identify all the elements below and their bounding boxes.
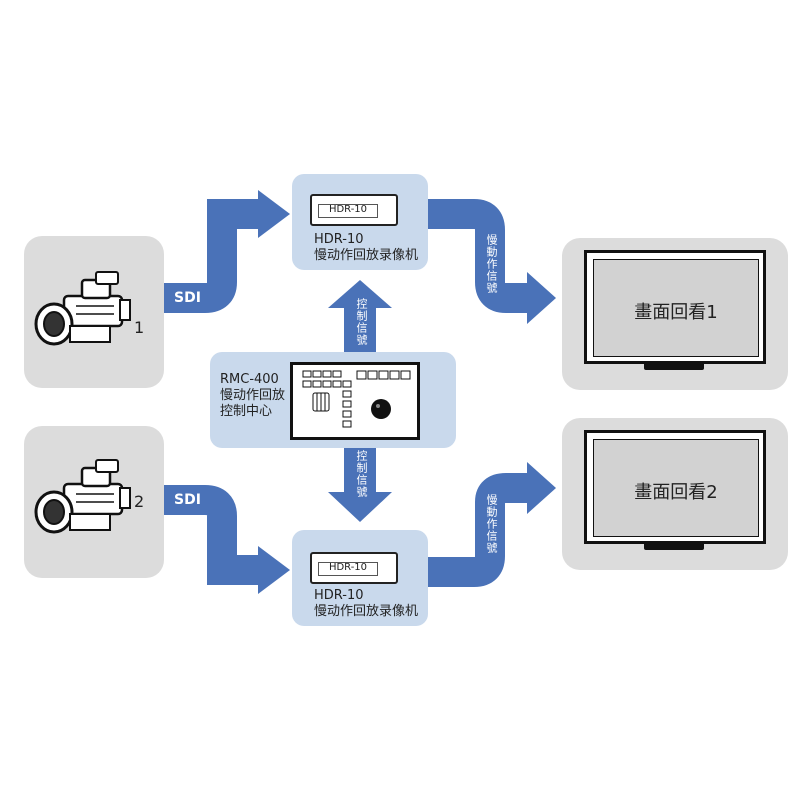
sdi-label-top: SDI [174,290,201,306]
monitor-screen: 畫面回看1 [593,259,759,357]
sdi-arrow-bottom [163,485,260,585]
slowmo-arrow-bottom-head [527,462,556,514]
recorder-name: HDR-10 [314,588,364,603]
recorder-device-icon: HDR-10 [310,552,398,584]
monitor-frame: 畫面回看1 [584,250,766,364]
camcorder-icon [34,271,131,346]
recorder-name: HDR-10 [314,232,364,247]
control-panel-drawing [302,370,411,428]
recorder-1-box: HDR-10 HDR-10 慢动作回放录像机 [292,174,428,270]
camera-1-box: 1 [24,236,164,388]
recorder-device-icon: HDR-10 [310,194,398,226]
monitor-1-box: 畫面回看1 [562,238,788,390]
control-arrow-down-shaft [344,448,376,494]
monitor-icon: 畫面回看1 [584,250,766,380]
slowmo-arrow-bottom [428,473,530,587]
controller-line1: 慢动作回放 [220,388,286,403]
monitor-label: 畫面回看1 [634,302,718,323]
control-label-up: 控制信號 [355,298,368,346]
slowmo-label-bottom: 慢動作信號 [485,494,498,554]
control-label-down: 控制信號 [355,450,368,498]
control-arrow-up-head [328,280,392,308]
control-panel-icon [290,362,420,440]
recorder-desc: 慢动作回放录像机 [314,248,419,263]
camera-2-box: 2 [24,426,164,578]
control-arrow-down-head [328,492,392,522]
monitor-screen: 畫面回看2 [593,439,759,537]
sdi-arrow-bottom-head [258,546,290,594]
controller-box: RMC-400 慢动作回放 控制中心 [210,352,456,448]
monitor-stand [644,362,704,370]
camcorder-icon [34,459,131,534]
monitor-2-box: 畫面回看2 [562,418,788,570]
sdi-label-bottom: SDI [174,492,201,508]
slowmo-arrow-top-head [527,272,556,324]
recorder-desc: 慢动作回放录像机 [314,604,419,619]
device-label: HDR-10 [318,562,378,576]
monitor-label: 畫面回看2 [634,482,718,503]
controller-line2: 控制中心 [220,404,273,419]
camera-number: 1 [134,318,145,337]
monitor-stand [644,542,704,550]
controller-name: RMC-400 [220,372,279,387]
camera-number: 2 [134,492,145,511]
monitor-icon: 畫面回看2 [584,430,766,560]
device-label: HDR-10 [318,204,378,218]
sdi-arrow-top-head [258,190,290,238]
slowmo-arrow-top [428,199,530,313]
control-arrow-up-shaft [344,306,376,352]
monitor-frame: 畫面回看2 [584,430,766,544]
slowmo-label-top: 慢動作信號 [485,234,498,294]
sdi-arrow-top [163,199,260,313]
recorder-2-box: HDR-10 HDR-10 慢动作回放录像机 [292,530,428,626]
